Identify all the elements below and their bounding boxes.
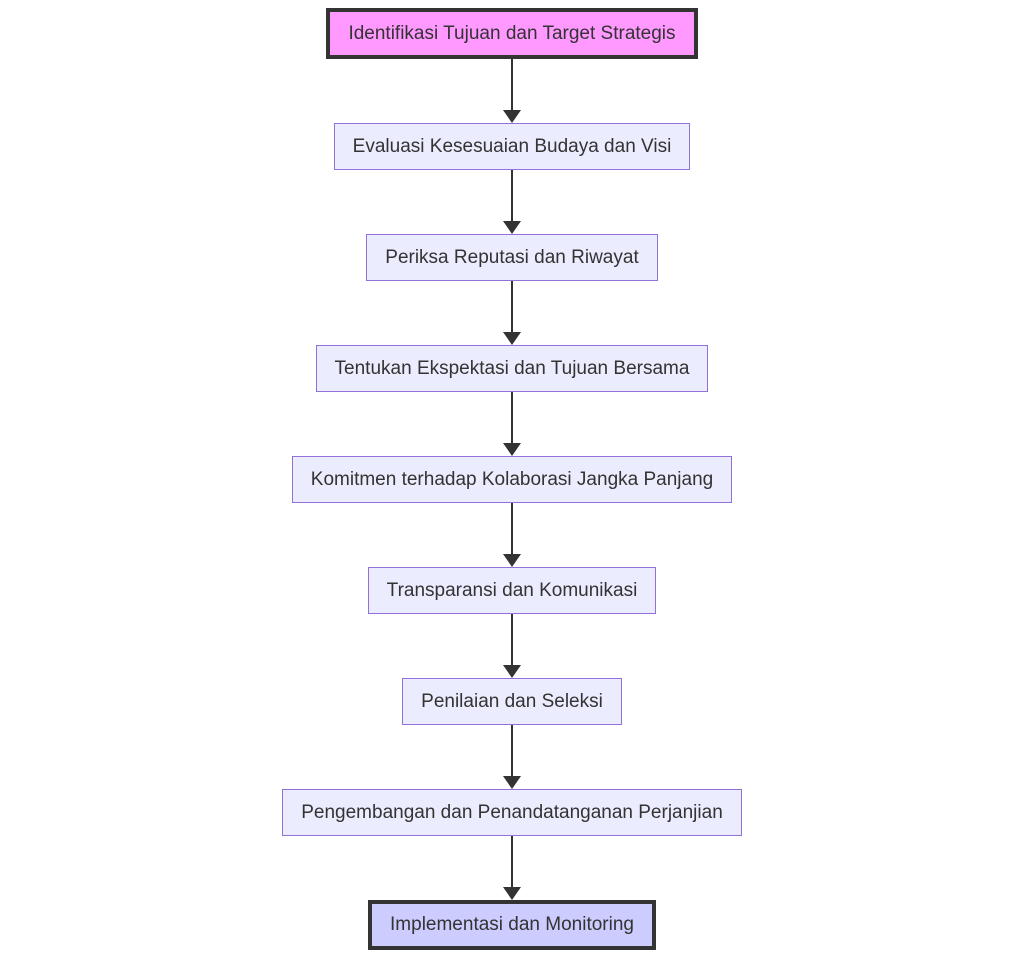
arrow-line: [510, 503, 514, 554]
arrow-down-5: [503, 503, 521, 567]
node-implementasi-monitoring: Implementasi dan Monitoring: [368, 900, 656, 950]
arrow-line: [510, 170, 514, 221]
arrowhead-down-icon: [503, 110, 521, 123]
arrowhead-down-icon: [503, 776, 521, 789]
arrow-down-2: [503, 170, 521, 234]
arrow-down-4: [503, 392, 521, 456]
arrow-line: [510, 281, 514, 332]
arrowhead-down-icon: [503, 887, 521, 900]
arrowhead-down-icon: [503, 332, 521, 345]
arrowhead-down-icon: [503, 221, 521, 234]
node-identifikasi-tujuan: Identifikasi Tujuan dan Target Strategis: [326, 8, 698, 59]
node-penilaian-seleksi: Penilaian dan Seleksi: [402, 678, 622, 725]
arrow-line: [510, 392, 514, 443]
arrow-down-1: [503, 59, 521, 123]
node-transparansi-komunikasi: Transparansi dan Komunikasi: [367, 567, 657, 614]
node-periksa-reputasi: Periksa Reputasi dan Riwayat: [366, 234, 658, 281]
node-komitmen-kolaborasi: Komitmen terhadap Kolaborasi Jangka Panj…: [291, 456, 733, 503]
arrow-line: [510, 725, 514, 776]
arrow-line: [510, 614, 514, 665]
node-pengembangan-perjanjian: Pengembangan dan Penandatanganan Perjanj…: [282, 789, 742, 836]
arrow-down-7: [503, 725, 521, 789]
arrow-line: [510, 59, 514, 110]
node-tentukan-ekspektasi: Tentukan Ekspektasi dan Tujuan Bersama: [315, 345, 709, 392]
arrowhead-down-icon: [503, 554, 521, 567]
arrow-down-8: [503, 836, 521, 900]
node-evaluasi-kesesuaian: Evaluasi Kesesuaian Budaya dan Visi: [333, 123, 691, 170]
arrow-down-3: [503, 281, 521, 345]
arrowhead-down-icon: [503, 665, 521, 678]
arrow-down-6: [503, 614, 521, 678]
arrow-line: [510, 836, 514, 887]
arrowhead-down-icon: [503, 443, 521, 456]
